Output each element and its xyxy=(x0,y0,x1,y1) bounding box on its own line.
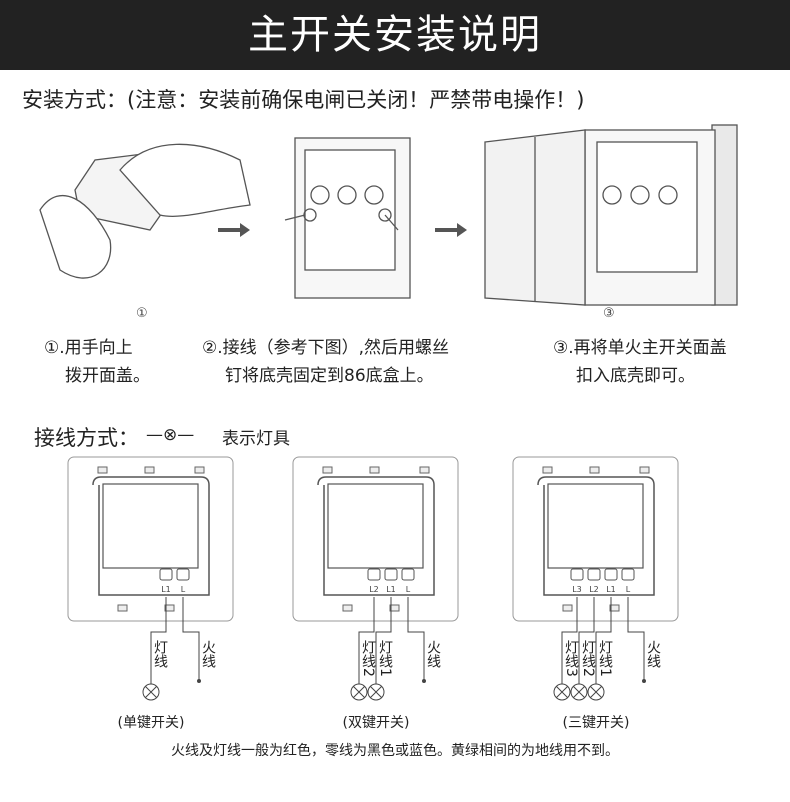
step3-line1: ③.再将单火主开关面盖 xyxy=(553,338,727,358)
lamp-wire xyxy=(358,597,375,684)
wiring-diagram: L3 灯线3 L2 灯线2 L1 灯线1 L 火线 xyxy=(512,456,679,701)
arrow-icon xyxy=(218,223,250,237)
arrow-icon xyxy=(435,223,467,237)
clip xyxy=(322,466,333,474)
step1-line2: 拨开面盖。 xyxy=(65,366,150,386)
step3-line2: 扣入底壳即可。 xyxy=(576,366,695,386)
clip xyxy=(389,604,400,612)
step2-caption: ②.接线（参考下图）,然后用螺丝 钉将底壳固定到86底盒上。 xyxy=(202,334,449,390)
wire-label: 灯线2 xyxy=(360,640,376,677)
lamp-legend-text: 表示灯具 xyxy=(222,429,290,449)
clip xyxy=(369,466,380,474)
clip xyxy=(194,466,205,474)
clip xyxy=(639,466,650,474)
footer-note: 火线及灯线一般为红色，零线为黑色或蓝色。黄绿相间的为地线用不到。 xyxy=(171,743,619,759)
wiring-diagram: L2 灯线2 L1 灯线1 L 火线 xyxy=(292,456,459,701)
terminal-label: L2 xyxy=(369,585,379,594)
clip xyxy=(144,466,155,474)
terminal-label: L1 xyxy=(606,585,616,594)
wire-label: 灯线 xyxy=(152,640,168,668)
base-frame xyxy=(92,476,210,596)
diagram-caption: (三键开关) xyxy=(562,715,630,731)
terminal-label: L2 xyxy=(589,585,599,594)
lamp-wire xyxy=(150,597,167,684)
base-frame xyxy=(537,476,655,596)
terminal xyxy=(604,568,618,581)
terminal-label: L1 xyxy=(161,585,171,594)
lamp-wire xyxy=(595,597,612,684)
clip xyxy=(164,604,175,612)
step1-caption: ①.用手向上 拨开面盖。 xyxy=(44,334,150,390)
clip xyxy=(562,604,573,612)
lamp-legend-symbol: —⊗— xyxy=(146,425,195,445)
terminal-label: L3 xyxy=(572,585,582,594)
step3-illustration xyxy=(484,124,738,306)
wire-label: 火线 xyxy=(200,640,216,668)
diagram-caption: (双键开关) xyxy=(342,715,410,731)
wire-label: 灯线1 xyxy=(597,640,613,677)
clip xyxy=(117,604,128,612)
terminal xyxy=(587,568,601,581)
wiring-heading: 接线方式： xyxy=(34,426,139,450)
clip xyxy=(589,466,600,474)
live-terminal-dot xyxy=(422,679,426,683)
step3-number: ③ xyxy=(603,306,615,321)
lamp-wire xyxy=(561,597,578,684)
terminal-label: L xyxy=(626,585,631,594)
live-terminal-dot xyxy=(642,679,646,683)
lamp-wire xyxy=(578,597,595,684)
clip xyxy=(342,604,353,612)
step1-number: ① xyxy=(136,306,148,321)
wire-label: 灯线3 xyxy=(563,640,579,677)
wiring-diagram: L1 灯线 L 火线 xyxy=(67,456,234,701)
terminal xyxy=(401,568,415,581)
step3-caption: ③.再将单火主开关面盖 扣入底壳即可。 xyxy=(553,334,727,390)
terminal xyxy=(367,568,381,581)
step2-line2: 钉将底壳固定到86底盒上。 xyxy=(225,366,434,386)
wire-label: 火线 xyxy=(425,640,441,668)
clip xyxy=(609,604,620,612)
clip xyxy=(97,466,108,474)
step2-illustration xyxy=(284,137,411,299)
diagram-caption: (单键开关) xyxy=(117,715,185,731)
wire-label: 灯线1 xyxy=(377,640,393,677)
clip xyxy=(542,466,553,474)
live-wire xyxy=(407,597,425,680)
base-frame xyxy=(317,476,435,596)
terminal xyxy=(384,568,398,581)
terminal-label: L1 xyxy=(386,585,396,594)
step2-line1: ②.接线（参考下图）,然后用螺丝 xyxy=(202,338,450,358)
page-title: 主开关安装说明 xyxy=(0,0,790,70)
clip xyxy=(419,466,430,474)
live-terminal-dot xyxy=(197,679,201,683)
terminal xyxy=(159,568,173,581)
install-illustrations xyxy=(39,124,738,306)
step1-line1: ①.用手向上 xyxy=(44,338,133,358)
step1-illustration xyxy=(39,143,251,279)
install-heading: 安装方式：(注意：安装前确保电闸已关闭！严禁带电操作！) xyxy=(22,88,585,112)
wire-label: 火线 xyxy=(645,640,661,668)
wire-label: 灯线2 xyxy=(580,640,596,677)
lamp-wire xyxy=(375,597,392,684)
terminal-label: L xyxy=(181,585,186,594)
live-wire xyxy=(182,597,200,680)
terminal xyxy=(176,568,190,581)
live-wire xyxy=(627,597,645,680)
terminal xyxy=(621,568,635,581)
terminal xyxy=(570,568,584,581)
terminal-label: L xyxy=(406,585,411,594)
